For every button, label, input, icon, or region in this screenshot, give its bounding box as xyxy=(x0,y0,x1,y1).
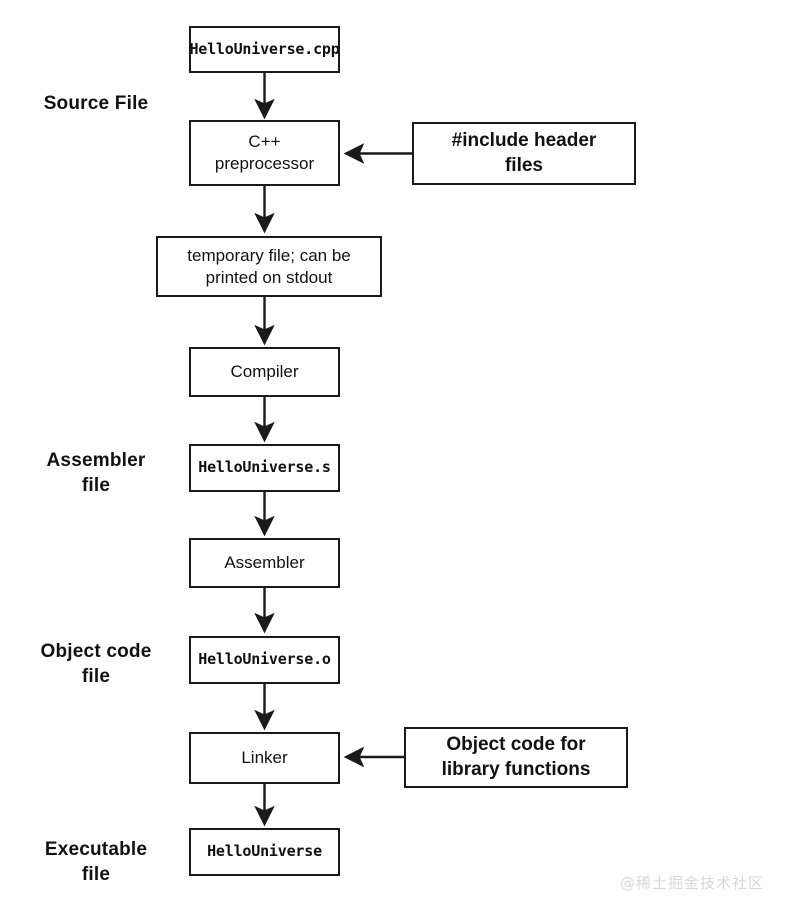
node-executable[interactable]: HelloUniverse xyxy=(189,828,340,876)
node-object-file-label: HelloUniverse.o xyxy=(198,650,331,669)
node-compiler-label: Compiler xyxy=(230,362,299,382)
node-assembler-label: Assembler xyxy=(224,553,305,573)
node-compiler[interactable]: Compiler xyxy=(189,347,340,397)
node-library-objects-label: Object code for library functions xyxy=(441,734,591,780)
node-preprocessor-label: C++ preprocessor xyxy=(214,132,315,173)
node-assembly-file-label: HelloUniverse.s xyxy=(198,458,331,477)
node-temp-file-label: temporary file; can be printed on stdout xyxy=(187,245,351,287)
node-source-cpp[interactable]: HelloUniverse.cpp xyxy=(189,26,340,73)
node-object-file[interactable]: HelloUniverse.o xyxy=(189,636,340,684)
stage-label-executable-file: Executable file xyxy=(44,839,148,885)
node-linker[interactable]: Linker xyxy=(189,732,340,784)
stage-label-assembler-file: Assembler file xyxy=(46,450,146,496)
node-include-headers[interactable]: #include header files xyxy=(412,122,636,185)
node-library-objects[interactable]: Object code for library functions xyxy=(404,727,628,788)
node-linker-label: Linker xyxy=(241,748,288,768)
node-source-cpp-label: HelloUniverse.cpp xyxy=(189,39,340,58)
stage-label-object-code-file: Object code file xyxy=(40,641,152,687)
node-temp-file[interactable]: temporary file; can be printed on stdout xyxy=(156,236,382,297)
node-assembly-file[interactable]: HelloUniverse.s xyxy=(189,444,340,492)
stage-label-source-file: Source File xyxy=(43,93,149,114)
node-preprocessor[interactable]: C++ preprocessor xyxy=(189,120,340,186)
node-assembler[interactable]: Assembler xyxy=(189,538,340,588)
watermark-text: @稀土掘金技术社区 xyxy=(620,874,765,892)
node-include-headers-label: #include header files xyxy=(451,130,597,176)
node-executable-label: HelloUniverse xyxy=(207,842,322,861)
